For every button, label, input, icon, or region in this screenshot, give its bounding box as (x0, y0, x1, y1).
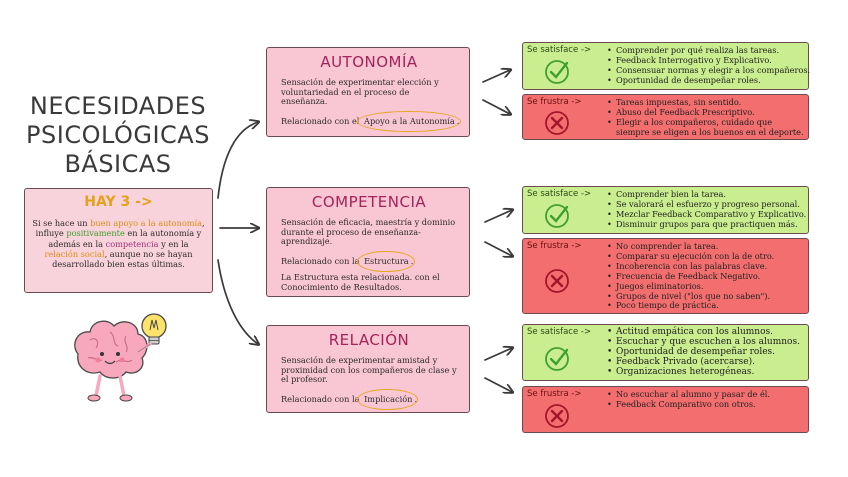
arrow-to-autonomia (217, 122, 258, 199)
need-description: Sensación de eficacia, maestría y domini… (281, 217, 456, 247)
list-item: Comprender por qué realiza las tareas. (607, 45, 804, 56)
main-title: NECESIDADES PSICOLÓGICAS BÁSICAS (14, 92, 222, 179)
frustrated-list: No comprender la tarea. Comparar su ejec… (607, 241, 804, 312)
related-prefix: Relacionado con la (281, 393, 363, 404)
satisfied-label: Se satisface -> (527, 45, 592, 55)
list-item: Elegir a los compañeros, cuidado que sie… (607, 117, 804, 138)
arrow-to-relacion (217, 259, 258, 344)
summary-text-2: , influye (35, 218, 205, 239)
list-item: Feedback Comparativo con otros. (607, 399, 804, 410)
need-box-competencia: COMPETENCIA Sensación de eficacia, maest… (266, 187, 470, 297)
outcome-frustrated-competencia: Se frustra -> No comprender la tarea. Co… (522, 238, 809, 314)
list-item: Juegos eliminatorios. (607, 281, 804, 292)
frustrated-label: Se frustra -> (527, 241, 582, 251)
arrow-competencia-frustrated (484, 241, 512, 256)
x-circle-icon (545, 111, 569, 135)
summary-highlight-competence: competencia (105, 238, 159, 249)
frustrated-label: Se frustra -> (527, 389, 582, 399)
list-item: Oportunidad de desempeñar roles. (607, 75, 804, 86)
arrow-relacion-satisfied (484, 348, 512, 361)
outcome-satisfied-autonomia: Se satisface -> Comprender por qué reali… (522, 42, 810, 90)
x-circle-icon (545, 269, 569, 293)
outcome-frustrated-autonomia: Se frustra -> Tareas impuestas, sin sent… (522, 94, 809, 140)
satisfied-list: Actitud empática con los alumnos. Escuch… (607, 327, 804, 378)
list-item: Organizaciones heterogéneas. (607, 367, 804, 378)
list-item: Disminuir grupos para que practiquen más… (607, 219, 804, 230)
summary-highlight-support: buen apoyo a la autonomía (90, 218, 203, 228)
arrow-relacion-frustrated (484, 377, 512, 392)
list-item: Consensuar normas y elegir a los compañe… (607, 65, 810, 76)
list-item: Frecuencia de Feedback Negativo. (607, 271, 804, 282)
list-item: Mezclar Feedback Comparativo y Explicati… (607, 209, 806, 220)
summary-text-1: Si se hace un (32, 218, 91, 228)
satisfied-label: Se satisface -> (527, 327, 592, 337)
list-item: Grupos de nivel ("los que no saben"). (607, 291, 804, 302)
need-related: Relacionado con la Implicación. (281, 389, 457, 410)
need-related: Relacionado con la Estructura. (281, 251, 457, 272)
list-item: Actitud empática con los alumnos. (607, 327, 804, 338)
list-item: No comprender la tarea. (607, 241, 804, 252)
related-prefix: Relacionado con la (281, 255, 363, 266)
arrow-competencia-satisfied (484, 210, 512, 223)
summary-highlight-positive: positivamente (66, 228, 125, 239)
need-box-relacion: RELACIÓN Sensación de experimentar amist… (266, 325, 470, 413)
frustrated-list: Tareas impuestas, sin sentido. Abuso del… (607, 97, 804, 138)
related-prefix: Relacionado con el (281, 115, 363, 126)
list-item: Feedback Interrogativo y Explicativo. (607, 55, 804, 66)
need-description: Sensación de experimentar elección y vol… (281, 77, 439, 107)
list-item: Comprender bien la tarea. (607, 189, 804, 200)
summary-box: HAY 3 -> Si se hace un buen apoyo a la a… (24, 188, 213, 293)
list-item: Poco tiempo de práctica. (607, 301, 804, 312)
lightbulb-icon (141, 313, 167, 345)
need-extra-note: La Estructura esta relacionada. con el C… (281, 272, 440, 292)
outcome-frustrated-relacion: Se frustra -> No escuchar al alumno y pa… (522, 386, 809, 433)
outcome-satisfied-competencia: Se satisface -> Comprender bien la tarea… (522, 186, 809, 234)
summary-highlight-relation: relación social (44, 248, 105, 259)
outcome-satisfied-relacion: Se satisface -> Actitud empática con los… (522, 324, 809, 381)
summary-text: Si se hace un buen apoyo a la autonomía,… (31, 218, 206, 269)
related-term: Implicación (357, 389, 419, 410)
need-box-autonomia: AUTONOMÍA Sensación de experimentar elec… (266, 47, 470, 137)
summary-text-5: , aunque no se hayan desarrollado bien e… (52, 248, 193, 270)
check-circle-icon (545, 60, 569, 84)
need-title: RELACIÓN (328, 331, 410, 349)
list-item: Incoherencia con las palabras clave. (607, 261, 804, 272)
frustrated-list: No escuchar al alumno y pasar de él. Fee… (607, 389, 804, 410)
summary-heading: HAY 3 -> (84, 194, 153, 210)
need-title: COMPETENCIA (311, 193, 427, 211)
check-circle-icon (545, 347, 569, 371)
related-term: Estructura (357, 251, 415, 272)
x-circle-icon (545, 404, 569, 428)
satisfied-list: Comprender bien la tarea. Se valorará el… (607, 189, 806, 230)
summary-text-3: en la autonomía y además en la (48, 228, 202, 249)
list-item: Escuchar y que escuchen a los alumnos. (607, 337, 804, 348)
need-related: Relacionado con el Apoyo a la Autonomía. (281, 111, 461, 132)
frustrated-label: Se frustra -> (527, 97, 582, 107)
need-description: Sensación de experimentar amistad y prox… (281, 355, 457, 385)
title-line-1: NECESIDADES (29, 92, 207, 120)
satisfied-label: Se satisface -> (527, 189, 592, 199)
brain-icon (74, 320, 152, 402)
satisfied-list: Comprender por qué realiza las tareas. F… (607, 45, 810, 86)
list-item: Abuso del Feedback Prescriptivo. (607, 107, 804, 118)
list-item: Oportunidad de desempeñar roles. (607, 347, 804, 358)
title-line-3: BÁSICAS (64, 150, 172, 178)
title-line-2: PSICOLÓGICAS (26, 121, 210, 149)
arrow-autonomia-frustrated (482, 99, 510, 114)
brain-lightbulb-illustration (74, 313, 167, 402)
list-item: Se valorará el esfuerzo y progreso perso… (607, 199, 804, 210)
check-circle-icon (545, 204, 569, 228)
list-item: Tareas impuestas, sin sentido. (607, 97, 804, 108)
need-title: AUTONOMÍA (320, 53, 418, 71)
arrow-autonomia-satisfied (482, 70, 510, 83)
related-term: Apoyo a la Autonomía (357, 111, 461, 132)
list-item: Feedback Privado (acercarse). (607, 357, 804, 368)
list-item: No escuchar al alumno y pasar de él. (607, 389, 804, 400)
summary-text-4: y en la (158, 238, 189, 249)
list-item: Comparar su ejecución con la de otro. (607, 251, 804, 262)
